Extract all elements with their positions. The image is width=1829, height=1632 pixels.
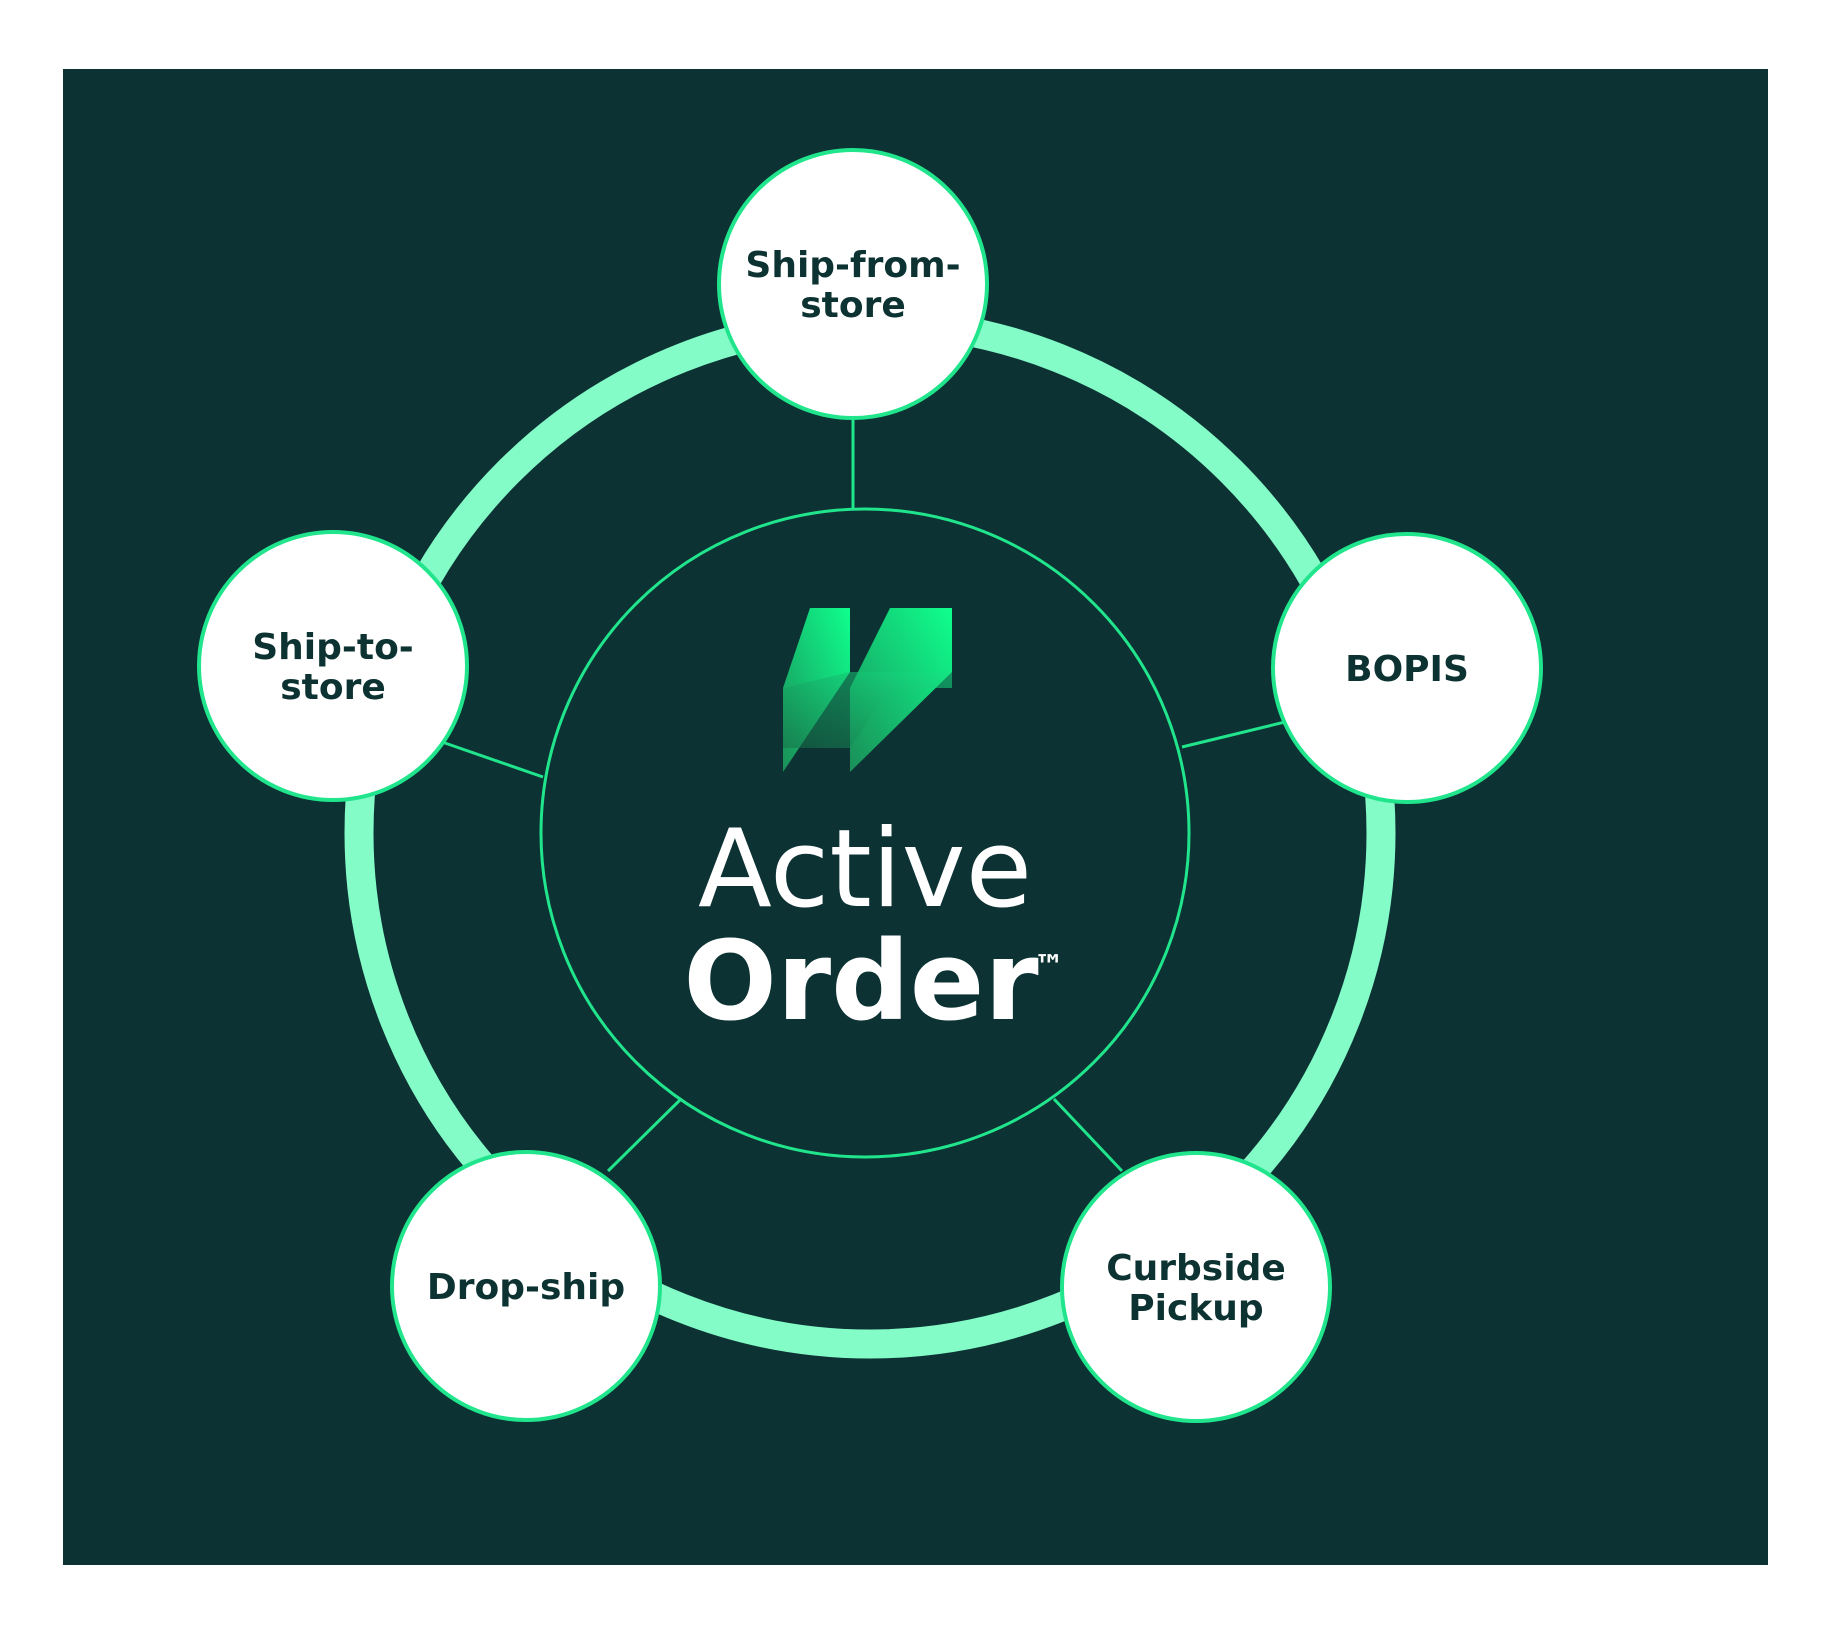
node-label-ship-to-store-line2: store <box>280 667 386 708</box>
connector-curbside-pickup <box>1052 1097 1124 1173</box>
connectors <box>441 418 1286 1173</box>
node-label-bopis-line1: BOPIS <box>1345 649 1469 690</box>
node-circle-ship-from-store <box>717 148 989 420</box>
node-label-drop-ship-line1: Drop-ship <box>427 1267 625 1308</box>
node-ship-from-store: Ship-from-store <box>717 148 989 420</box>
node-circle-ship-to-store <box>197 530 469 802</box>
active-order-logo <box>783 608 952 772</box>
connector-bopis <box>1181 720 1286 749</box>
logo-block-top-right <box>850 608 952 772</box>
node-label-ship-from-store-line2: store <box>800 285 906 326</box>
node-circle-drop-ship <box>390 1150 662 1422</box>
node-label-ship-to-store-line1: Ship-to- <box>252 627 414 668</box>
center-title-order: Order <box>683 917 1038 1045</box>
trademark-mark: ™ <box>1034 949 1064 984</box>
node-circle-curbside-pickup <box>1060 1151 1332 1423</box>
node-label-curbside-pickup-line1: Curbside <box>1106 1248 1286 1289</box>
connector-drop-ship <box>606 1097 683 1173</box>
logo-block-bottom <box>783 672 952 748</box>
node-label-curbside-pickup-line2: Pickup <box>1128 1288 1263 1329</box>
node-label-ship-from-store-line1: Ship-from- <box>745 245 960 286</box>
node-ship-to-store: Ship-to-store <box>197 530 469 802</box>
connector-ship-to-store <box>441 740 544 779</box>
center-title-active: Active <box>698 807 1032 932</box>
fulfillment-nodes: Ship-from-storeBOPISCurbsidePickupDrop-s… <box>197 148 1543 1423</box>
node-drop-ship: Drop-ship <box>390 1150 662 1422</box>
node-bopis: BOPIS <box>1271 532 1543 804</box>
inner-ring <box>539 507 1191 1159</box>
node-circle-bopis <box>1271 532 1543 804</box>
